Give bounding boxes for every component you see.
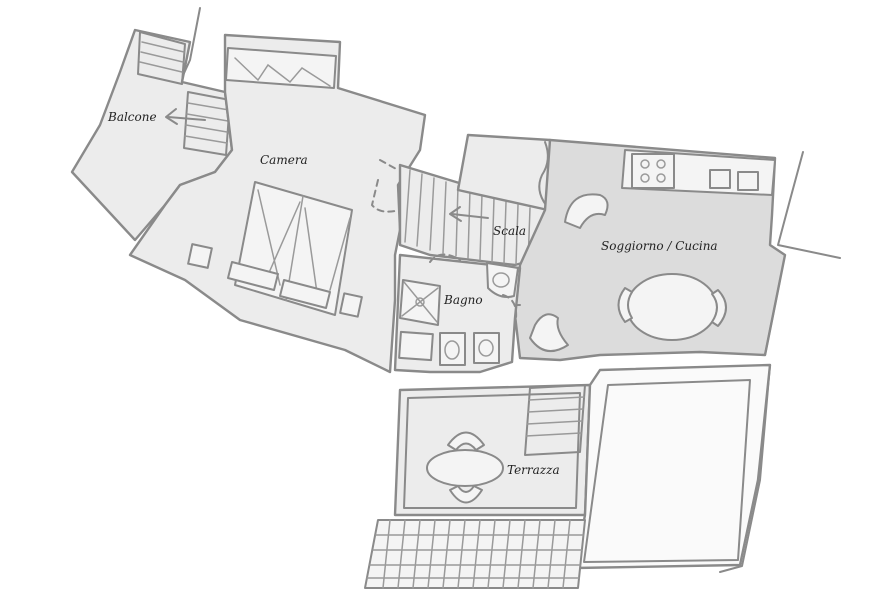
label-terrazza: Terrazza xyxy=(507,463,560,477)
label-camera: Camera xyxy=(260,153,308,167)
camera-wardrobe xyxy=(225,47,337,89)
exterior-line-right xyxy=(777,151,841,259)
stairs-icon xyxy=(404,169,531,265)
wavy-wall xyxy=(538,141,549,206)
sink-box-right xyxy=(737,171,759,191)
nightstand-right xyxy=(339,292,363,318)
chair-icon xyxy=(564,193,609,229)
scala-arrow-left-icon xyxy=(449,206,489,222)
balcone-arrow-left-icon xyxy=(165,108,206,125)
bed-icon xyxy=(227,181,353,316)
roof-tiles-icon xyxy=(364,519,586,589)
stove-icon xyxy=(631,153,675,189)
balcone-stairs-icon xyxy=(137,31,231,156)
shower-icon xyxy=(399,279,441,326)
pool-area xyxy=(573,363,772,570)
terrazza-area xyxy=(393,383,592,517)
terrazza-inner-wall xyxy=(403,392,581,509)
terrazza-stairs-icon xyxy=(524,384,586,456)
chair-icon-lower xyxy=(529,313,569,353)
right-external-wall xyxy=(719,279,781,573)
label-soggiorno-cucina: Soggiorno / Cucina xyxy=(601,239,718,253)
pool-inner-border xyxy=(583,379,751,563)
bathroom-cabinet xyxy=(398,330,434,362)
camera-door-swing xyxy=(370,159,401,213)
sink-box-left xyxy=(709,169,731,189)
toilet-icon xyxy=(486,262,519,298)
label-bagno: Bagno xyxy=(444,293,483,307)
bidet-icon xyxy=(473,332,500,364)
nightstand-left xyxy=(187,243,213,269)
table-icon xyxy=(617,273,727,341)
bagno-door-swing xyxy=(429,253,518,326)
terrace-table-icon xyxy=(426,431,504,504)
sink-icon xyxy=(439,332,466,366)
label-scala: Scala xyxy=(493,224,527,238)
label-balcone: Balcone xyxy=(108,110,157,124)
